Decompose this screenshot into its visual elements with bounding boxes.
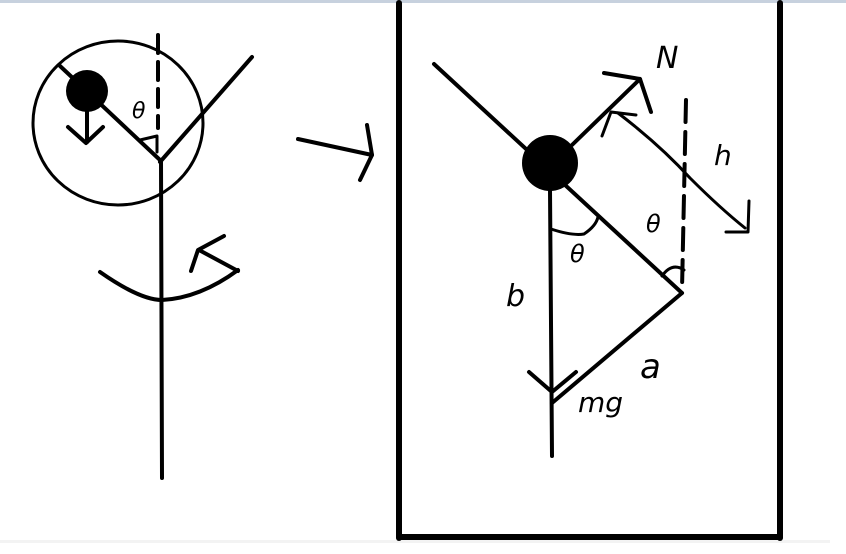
normal-force-arrow-shaft — [570, 77, 642, 147]
angle-arc-right — [660, 265, 686, 278]
ball — [66, 70, 108, 112]
top-border-strip — [0, 0, 846, 3]
h-arrow-head-bottom-icon — [724, 199, 751, 234]
normal-force-label: N — [656, 41, 678, 76]
ball-zoomed — [522, 135, 578, 191]
arrow-right-icon — [358, 123, 374, 182]
weight-arrow-head-icon — [527, 370, 578, 394]
pole-line — [159, 158, 164, 480]
h-arrow-head-top-icon — [600, 110, 638, 138]
b-label: b — [506, 279, 525, 314]
mg-label: mg — [578, 386, 623, 419]
left-figure: θ — [31, 33, 254, 480]
gravity-arrow-head-icon — [66, 125, 105, 145]
curved-arms — [98, 268, 240, 302]
arm-line — [158, 55, 254, 164]
theta-label-right: θ — [646, 210, 661, 238]
angle-arc-left — [549, 215, 600, 236]
zoomed-panel: N h θ θ b a mg — [396, 0, 783, 541]
rotation-arrow-shaft — [197, 248, 240, 273]
transition-arrow — [296, 123, 374, 182]
angle-marker — [138, 134, 159, 154]
weight-line — [548, 188, 554, 458]
normal-force-arrow-head-icon — [602, 71, 653, 114]
zoom-circle — [31, 39, 205, 207]
side-a-line — [550, 291, 684, 405]
theta-label-left: θ — [132, 99, 146, 124]
h-dimension-line — [616, 111, 747, 230]
h-label: h — [714, 139, 732, 172]
transition-arrow-shaft — [296, 137, 374, 157]
theta-label-center: θ — [570, 240, 585, 268]
dashed-vertical-reference-zoomed — [680, 98, 688, 292]
a-label: a — [640, 347, 661, 387]
bottom-border-strip — [0, 540, 830, 543]
